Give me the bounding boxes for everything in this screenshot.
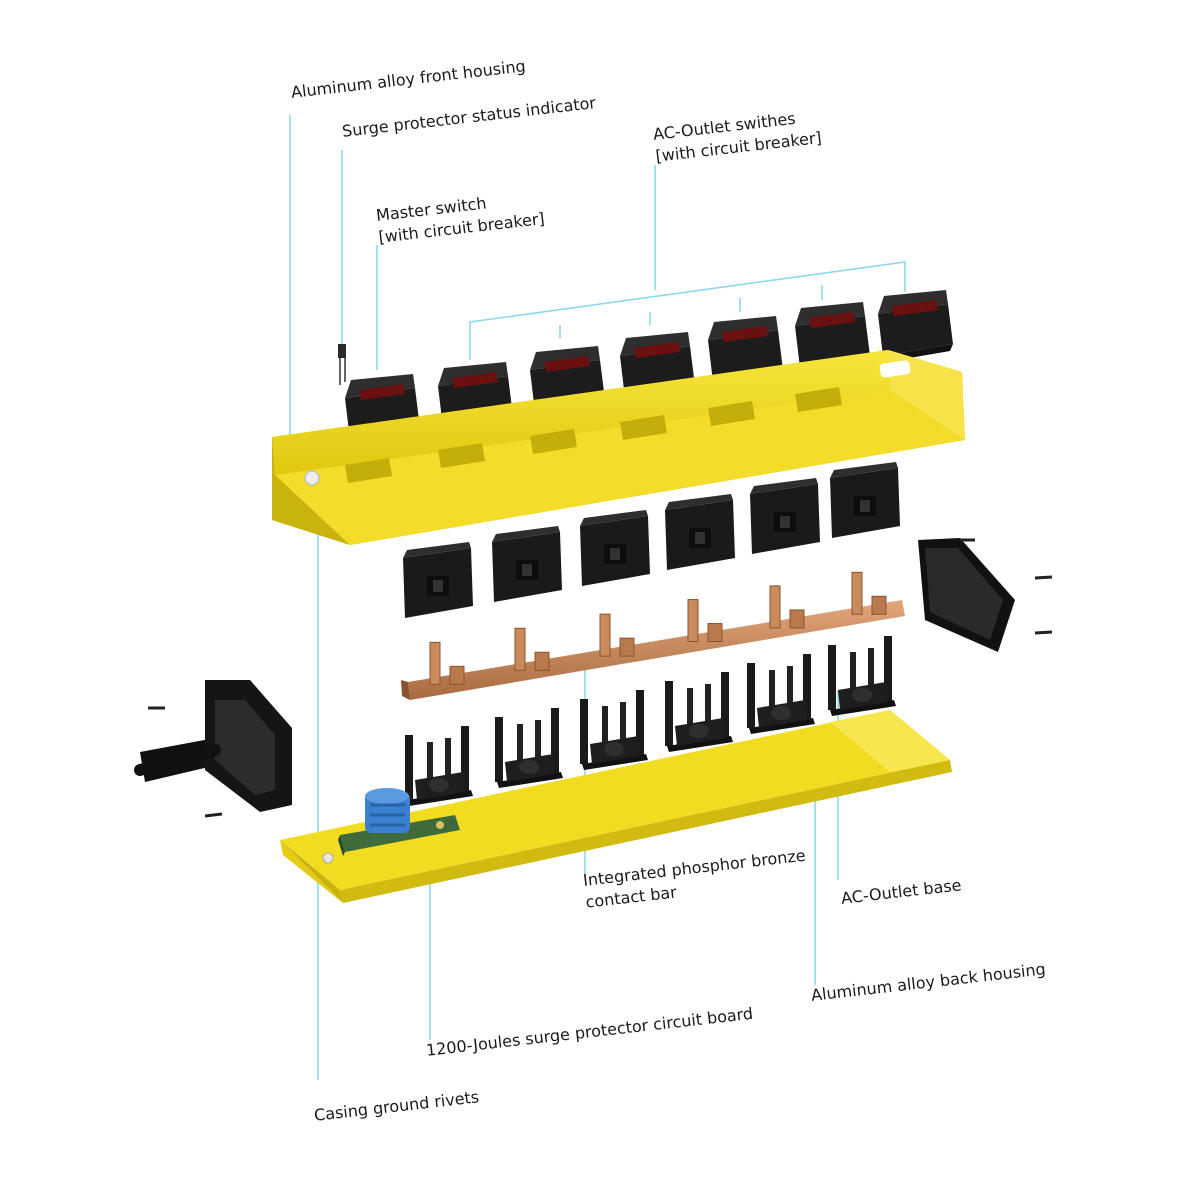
leader-ac-switches-bracket [469, 261, 906, 360]
ac-outlet-base [747, 654, 815, 734]
ac-outlet [492, 526, 562, 602]
surge-protector-circuit-board [338, 788, 460, 856]
ac-outlet-switch [878, 290, 953, 362]
back-housing [280, 710, 952, 903]
ground-rivet-back [322, 852, 334, 864]
ground-rivet-front [304, 470, 320, 486]
outlet-base-row [405, 636, 896, 806]
status-indicator-led [338, 344, 346, 385]
ac-outlet-base [495, 708, 563, 788]
ac-outlet-base [828, 636, 896, 716]
ac-outlet-base [665, 672, 733, 752]
ac-outlet [580, 510, 650, 586]
front-housing [272, 350, 965, 545]
end-cap-right [918, 538, 1053, 652]
ac-outlet-base [580, 690, 648, 770]
ac-outlet-base [405, 726, 473, 806]
ac-outlet [665, 494, 735, 570]
outlet-row [403, 462, 900, 618]
phosphor-bronze-contact-bar [401, 571, 905, 700]
ac-outlet [830, 462, 900, 538]
power-cord [134, 744, 221, 776]
ac-outlet [403, 542, 473, 618]
capacitor-stack [365, 788, 410, 833]
ac-outlet [750, 478, 820, 554]
leader-lines [289, 115, 906, 1080]
